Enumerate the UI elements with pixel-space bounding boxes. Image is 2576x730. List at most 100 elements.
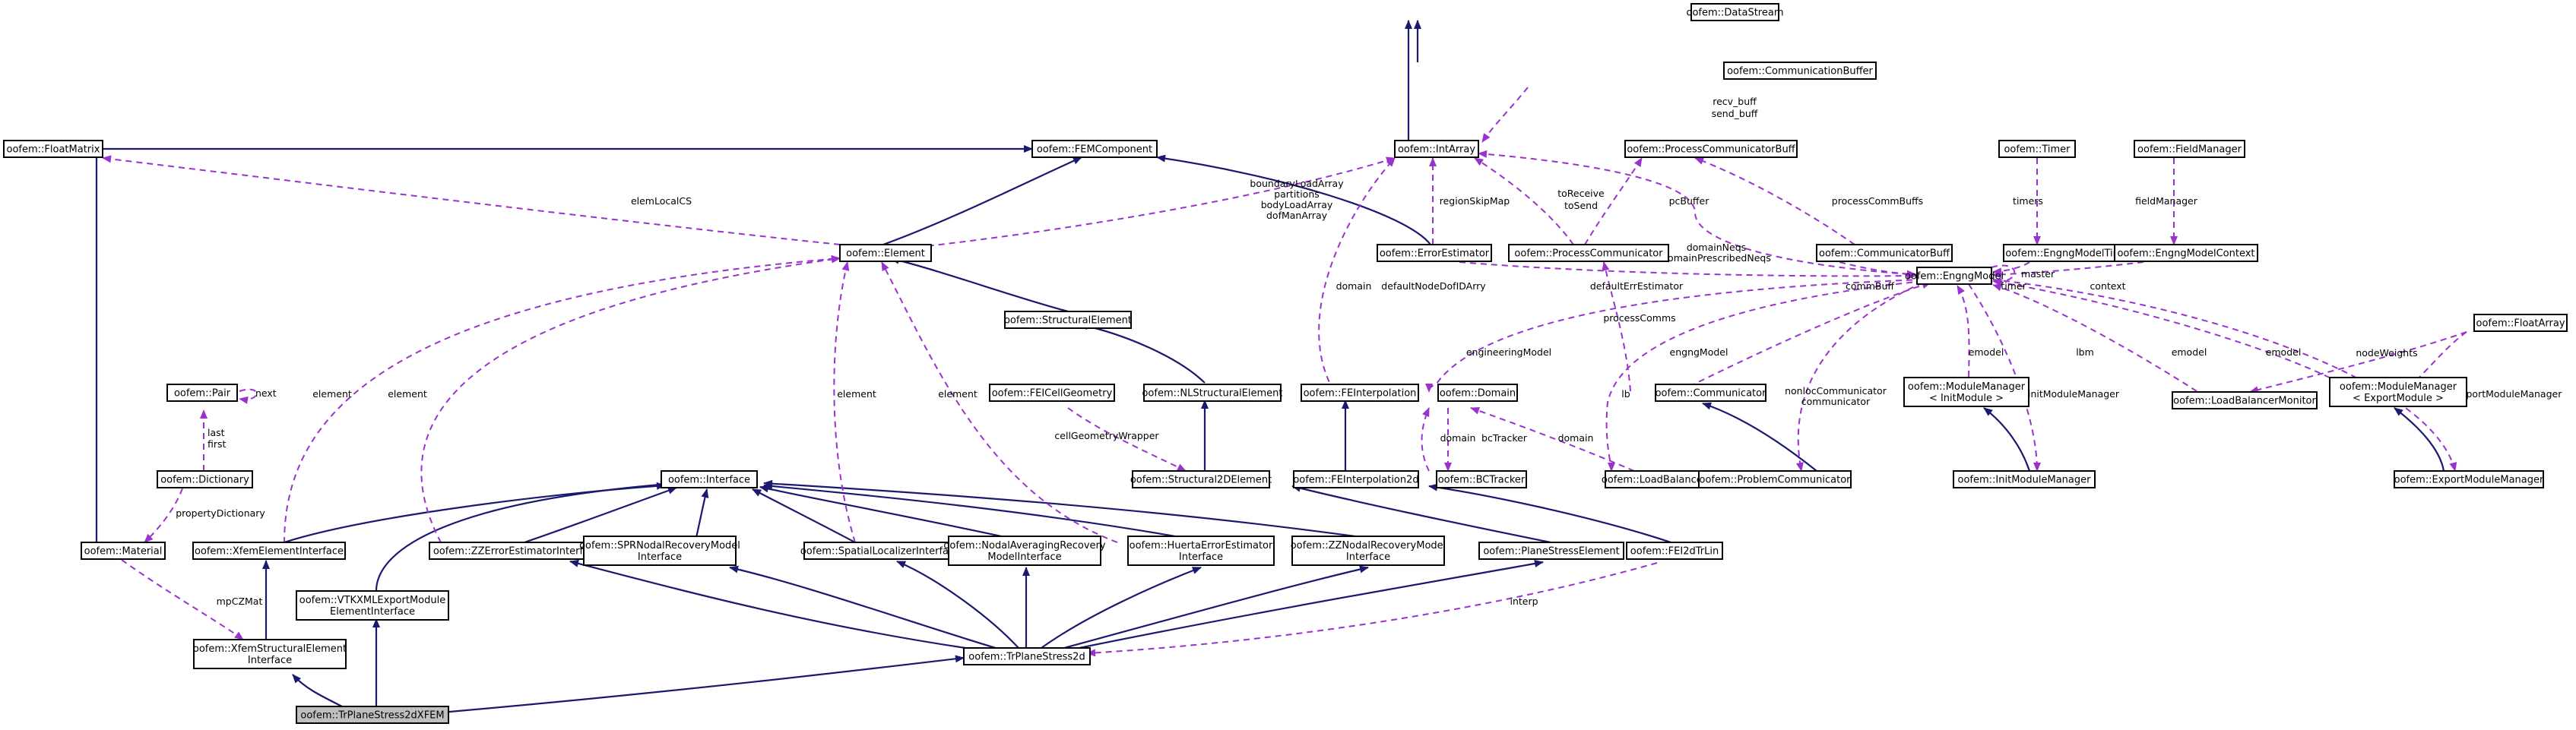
class-node-planestresselement[interactable]: oofem::PlaneStressElement (1478, 542, 1624, 560)
edge-vtkxml-interface (375, 480, 670, 592)
edge-zzerr-element (420, 255, 841, 543)
class-node-floatmatrix[interactable]: oofem::FloatMatrix (3, 140, 103, 158)
class-node-fieldmanager[interactable]: oofem::FieldManager (2134, 140, 2245, 158)
class-node-trplanestress2dxfem[interactable]: oofem::TrPlaneStress2dXFEM (296, 706, 449, 724)
edge-spr-interface (694, 488, 709, 542)
label-first: first (208, 438, 227, 450)
class-node-feicellgeometry[interactable]: oofem::FEICellGeometry (989, 384, 1115, 402)
edge-tr-planestress (1079, 560, 1544, 649)
class-node-floatarray[interactable]: oofem::FloatArray (2473, 314, 2568, 332)
class-node-label: oofem::Domain (1440, 388, 1516, 400)
class-node-nodalaveraging[interactable]: oofem::NodalAveragingRecoveryModelInterf… (943, 536, 1106, 566)
class-node-box (989, 384, 1115, 402)
class-node-element[interactable]: oofem::Element (839, 244, 932, 262)
class-node-label: oofem::EngngModelTimer (2005, 248, 2133, 260)
edge-mmexport-engng (1992, 278, 2349, 388)
usage-edges (102, 87, 2467, 657)
class-node-box (1626, 542, 1723, 560)
label-partitions: partitions (1274, 188, 1320, 200)
edge-element-floatmatrix (102, 155, 841, 245)
class-node-material[interactable]: oofem::Material (81, 542, 166, 560)
class-node-label: oofem::ProcessCommunicatorBuff (1627, 144, 1795, 156)
label-domainneqs: domainNeqs (1687, 242, 1746, 253)
class-node-interface[interactable]: oofem::Interface (661, 470, 758, 488)
class-node-label: oofem::SPRNodalRecoveryModel (579, 540, 740, 551)
class-node-errorestimator[interactable]: oofem::ErrorEstimator (1377, 244, 1492, 262)
class-node-feinterpolation2d[interactable]: oofem::FEInterpolation2d (1293, 470, 1419, 488)
class-node-box (81, 542, 166, 560)
label-emodel-init: emodel (1969, 346, 2004, 358)
label-emodel-lbm: emodel (2172, 346, 2207, 358)
class-node-datastream[interactable]: oofem::DataStream (1687, 3, 1784, 21)
class-node-communicator[interactable]: oofem::Communicator (1655, 384, 1767, 402)
class-node-box (1624, 140, 1798, 158)
class-node-structuralelement[interactable]: oofem::StructuralElement (1004, 311, 1132, 329)
class-node-box (661, 470, 758, 488)
class-node-engngmodelcontext[interactable]: oofem::EngngModelContext (2114, 244, 2258, 262)
class-node-box (296, 590, 449, 621)
label-master: master (2021, 268, 2055, 280)
class-node-xfemelementinterface[interactable]: oofem::XfemElementInterface (192, 542, 346, 560)
edge-exportmm-mmexport (2394, 407, 2445, 472)
class-node-box (2473, 314, 2568, 332)
label-elemlocalcs: elemLocalCS (631, 195, 692, 207)
class-node-zzerrorestimatorinterface[interactable]: oofem::ZZErrorEstimatorInterface (429, 542, 605, 560)
class-node-label: oofem::TrPlaneStress2dXFEM (300, 710, 444, 722)
edge-fei2d-feinterp2d (1428, 483, 1681, 547)
class-node-proccommbuff[interactable]: oofem::ProcessCommunicatorBuff (1624, 140, 1798, 158)
class-node-box (2394, 470, 2544, 488)
class-node-label: oofem::LoadBalancerMonitor (2173, 396, 2316, 407)
label-next: next (255, 387, 277, 399)
class-node-label: < InitModule > (1929, 393, 2004, 404)
class-node-timer[interactable]: oofem::Timer (1998, 140, 2076, 158)
class-node-trplanestress2d[interactable]: oofem::TrPlaneStress2d (963, 647, 1091, 665)
label-nonloccommunicator: nonlocCommunicator (1785, 385, 1887, 397)
class-node-fei2dtrlin[interactable]: oofem::FEI2dTrLin (1626, 542, 1723, 560)
class-node-engngmodel[interactable]: oofem::EngngModel (1905, 267, 2004, 285)
class-node-engngmodeltimer[interactable]: oofem::EngngModelTimer (2003, 244, 2135, 262)
class-node-domain[interactable]: oofem::Domain (1437, 384, 1518, 402)
class-node-structural2delement[interactable]: oofem::Structural2DElement (1130, 470, 1272, 488)
class-node-label: oofem::IntArray (1398, 144, 1475, 156)
class-node-modulemanagerexport[interactable]: oofem::ModuleManager< ExportModule > (2329, 377, 2467, 407)
class-node-spatiallocalizer[interactable]: oofem::SpatialLocalizerInterface (800, 542, 960, 560)
class-node-loadbalancer[interactable]: oofem::LoadBalancer (1602, 470, 1707, 488)
class-node-bctracker[interactable]: oofem::BCTracker (1436, 470, 1527, 488)
label-domainprescribedneqs: domainPrescribedNeqs (1662, 252, 1771, 264)
class-node-initmodulemanager[interactable]: oofem::InitModuleManager (1953, 470, 2096, 488)
class-node-proccomm[interactable]: oofem::ProcessCommunicator (1508, 244, 1669, 262)
edge-element-femcomponent (882, 156, 1082, 246)
label-tosend: toSend (1564, 200, 1598, 211)
class-node-box (583, 536, 737, 566)
class-node-box (1916, 267, 1992, 285)
class-node-box (157, 470, 253, 488)
class-node-box (166, 384, 238, 402)
class-node-modulemanagerinit[interactable]: oofem::ModuleManager< InitModule > (1903, 377, 2029, 407)
class-node-dictionary[interactable]: oofem::Dictionary (157, 470, 253, 488)
class-node-commbuff[interactable]: oofem::CommunicatorBuff (1816, 244, 1953, 262)
class-node-vtkxml[interactable]: oofem::VTKXMLExportModuleElementInterfac… (296, 590, 449, 621)
class-node-label: ModelInterface (987, 551, 1061, 563)
class-node-femcomponent[interactable]: oofem::FEMComponent (1031, 140, 1158, 158)
label-lbm: lbm (2076, 346, 2094, 358)
label-exportmodulemanager: exportModuleManager (2455, 388, 2563, 400)
class-node-loadbalancermonitor[interactable]: oofem::LoadBalancerMonitor (2172, 391, 2318, 409)
class-node-pair[interactable]: oofem::Pair (166, 384, 238, 402)
class-node-exportmodulemanager[interactable]: oofem::ExportModuleManager (2394, 470, 2544, 488)
class-node-label: Interface (1346, 551, 1390, 563)
class-node-commbuffer[interactable]: oofem::CommunicationBuffer (1723, 62, 1877, 80)
class-node-nlstructuralelement[interactable]: oofem::NLStructuralElement (1142, 384, 1283, 402)
edge-domain-intarray (1318, 157, 1396, 392)
label-send-buff: send_buff (1712, 108, 1758, 119)
edge-proccomm-proccommbuff (1584, 157, 1643, 245)
class-node-feinterpolation[interactable]: oofem::FEInterpolation (1301, 384, 1419, 402)
class-node-box (1953, 470, 2096, 488)
class-node-box (2134, 140, 2245, 158)
class-node-intarray[interactable]: oofem::IntArray (1394, 140, 1479, 158)
edge-xfemel-interface (284, 482, 666, 544)
class-node-problemcommunicator[interactable]: oofem::ProblemCommunicator (1698, 470, 1852, 488)
